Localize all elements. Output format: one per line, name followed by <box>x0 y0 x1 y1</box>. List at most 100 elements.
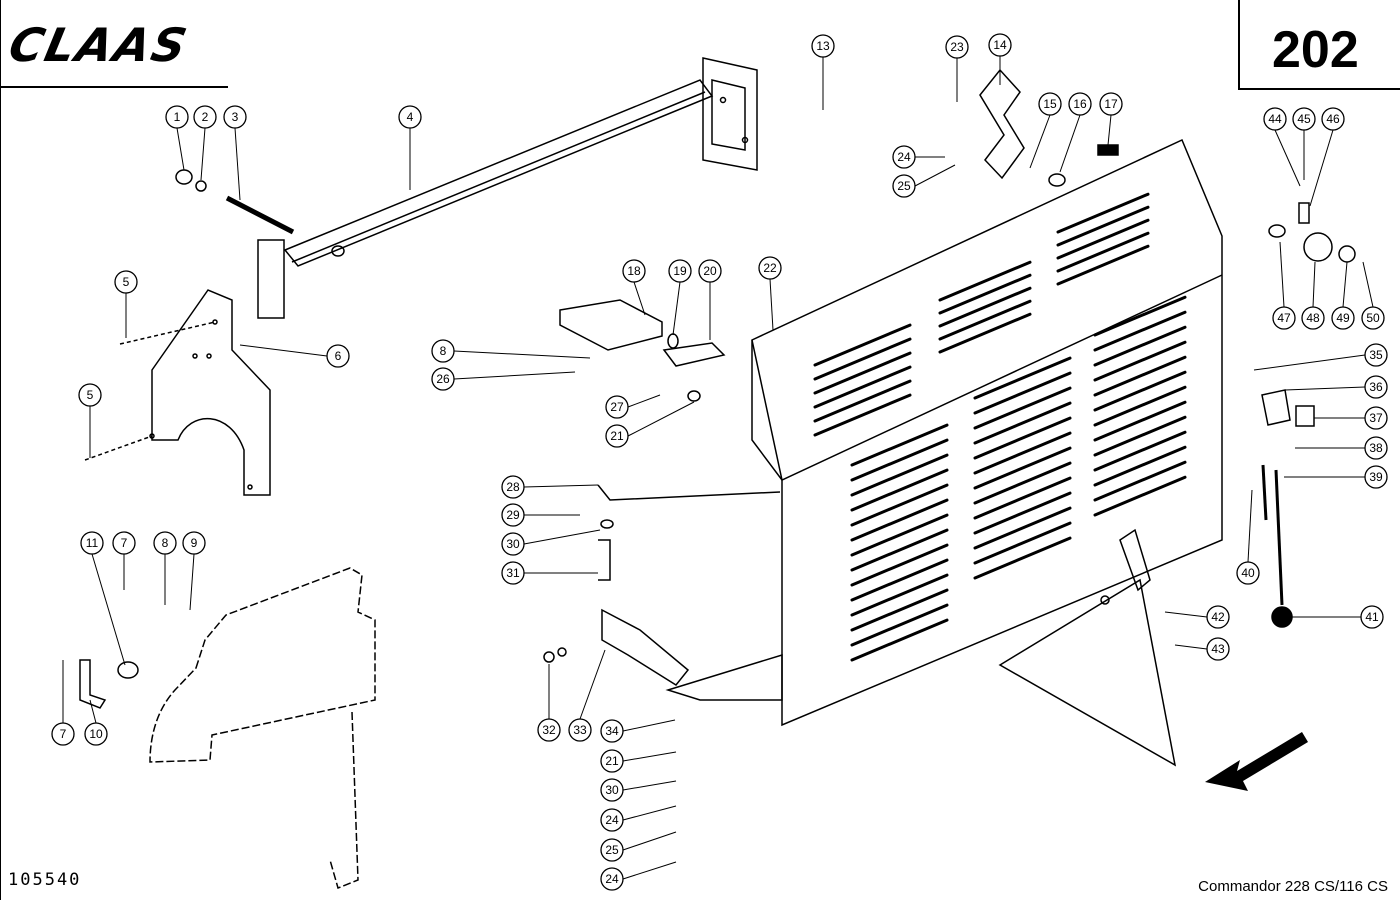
part-callout-8: 8 <box>153 531 177 555</box>
callout-circle <box>698 259 722 283</box>
drawing-id: 105540 <box>8 870 82 890</box>
callout-circle <box>1292 107 1316 131</box>
sleeve-47 <box>1268 224 1286 238</box>
wingnut-16 <box>1048 173 1066 187</box>
callout-circle <box>1364 465 1388 489</box>
callout-number: 14 <box>993 38 1007 52</box>
part-callout-1: 1 <box>165 105 189 129</box>
lock-assembly <box>1261 389 1315 628</box>
grille-slot <box>1093 310 1187 352</box>
part-callout-11: 11 <box>80 531 104 555</box>
grille-slot <box>1093 445 1187 487</box>
plate-hole <box>149 433 155 439</box>
grille-slot <box>850 498 949 542</box>
bracket-31 <box>598 539 611 581</box>
callout-number: 9 <box>191 536 198 550</box>
leader-line <box>627 394 661 408</box>
part-callout-25: 25 <box>600 838 624 862</box>
callout-number: 32 <box>542 723 556 737</box>
bracket-18 <box>559 299 663 351</box>
callout-number: 20 <box>703 264 717 278</box>
nut-21 <box>687 390 701 402</box>
part-callout-36: 36 <box>1364 375 1388 399</box>
callout-number: 5 <box>123 275 130 289</box>
grille-louvers <box>813 192 1187 662</box>
callout-number: 1 <box>174 110 181 124</box>
grille-slot <box>938 260 1032 302</box>
callout-circle <box>153 531 177 555</box>
callout-circle <box>568 718 592 742</box>
grille-slot <box>973 461 1072 505</box>
part-callout-24: 24 <box>600 808 624 832</box>
part-callout-47: 47 <box>1272 306 1296 330</box>
leader-line <box>1362 261 1374 308</box>
grille-slot <box>1056 218 1150 260</box>
callout-number: 7 <box>121 536 128 550</box>
tube-flange <box>702 57 758 171</box>
grille-slot <box>1093 325 1187 367</box>
part-callout-26: 26 <box>431 367 455 391</box>
callout-circle <box>1263 107 1287 131</box>
page-number-frame-left <box>1238 0 1240 90</box>
mounting-plate <box>84 239 285 496</box>
callout-number: 18 <box>627 264 641 278</box>
lower-bracket <box>543 608 783 701</box>
callout-number: 35 <box>1369 348 1383 362</box>
direction-arrow-icon <box>1205 732 1308 791</box>
bracket-14-assembly <box>979 68 1119 187</box>
callout-number: 41 <box>1365 610 1379 624</box>
leader-line <box>622 751 677 762</box>
part-callout-5: 5 <box>114 270 138 294</box>
callout-circle <box>1364 343 1388 367</box>
stand-post <box>1119 528 1151 592</box>
tube-flange-inner <box>711 79 746 151</box>
washer-30 <box>600 519 614 529</box>
callout-circle <box>600 749 624 773</box>
grille-slot <box>1093 400 1187 442</box>
grille-slot <box>973 446 1072 490</box>
part-callout-30: 30 <box>600 778 624 802</box>
leader-line <box>1174 644 1208 650</box>
leader-line <box>91 553 126 666</box>
leader-line <box>627 401 695 437</box>
plate-hole <box>247 484 253 490</box>
callout-number: 46 <box>1326 112 1340 126</box>
grille-slot <box>938 273 1032 315</box>
callout-circle <box>600 778 624 802</box>
part-callout-3: 3 <box>223 105 247 129</box>
callout-number: 45 <box>1297 112 1311 126</box>
part-callout-7: 7 <box>112 531 136 555</box>
part-callout-48: 48 <box>1301 306 1325 330</box>
part-callout-31: 31 <box>501 561 525 585</box>
callout-circle <box>600 838 624 862</box>
callout-number: 34 <box>605 724 619 738</box>
grille-slot <box>850 588 949 632</box>
callout-number: 6 <box>335 349 342 363</box>
grille-slot <box>973 536 1072 580</box>
grille-slot <box>1093 340 1187 382</box>
callout-number: 11 <box>86 536 99 550</box>
grille-slot <box>973 386 1072 430</box>
part-callout-13: 13 <box>811 34 835 58</box>
leader-line <box>189 553 195 611</box>
washer-32 <box>557 647 567 657</box>
leader-line <box>523 529 601 545</box>
callout-circle <box>537 718 561 742</box>
bolt-line <box>84 435 153 461</box>
part-callout-28: 28 <box>501 475 525 499</box>
grille-slot <box>938 312 1032 354</box>
part-callout-39: 39 <box>1364 465 1388 489</box>
callout-circle <box>1206 605 1230 629</box>
brand-underline <box>0 86 228 88</box>
callout-number: 26 <box>436 372 450 386</box>
callout-circle <box>892 174 916 198</box>
part-callout-45: 45 <box>1292 107 1316 131</box>
part-callout-16: 16 <box>1068 92 1092 116</box>
part-callout-17: 17 <box>1099 92 1123 116</box>
callout-circle <box>1272 306 1296 330</box>
callout-number: 43 <box>1211 642 1225 656</box>
flange-hole <box>719 96 727 104</box>
callout-number: 8 <box>162 536 169 550</box>
leader-line <box>1247 489 1253 563</box>
